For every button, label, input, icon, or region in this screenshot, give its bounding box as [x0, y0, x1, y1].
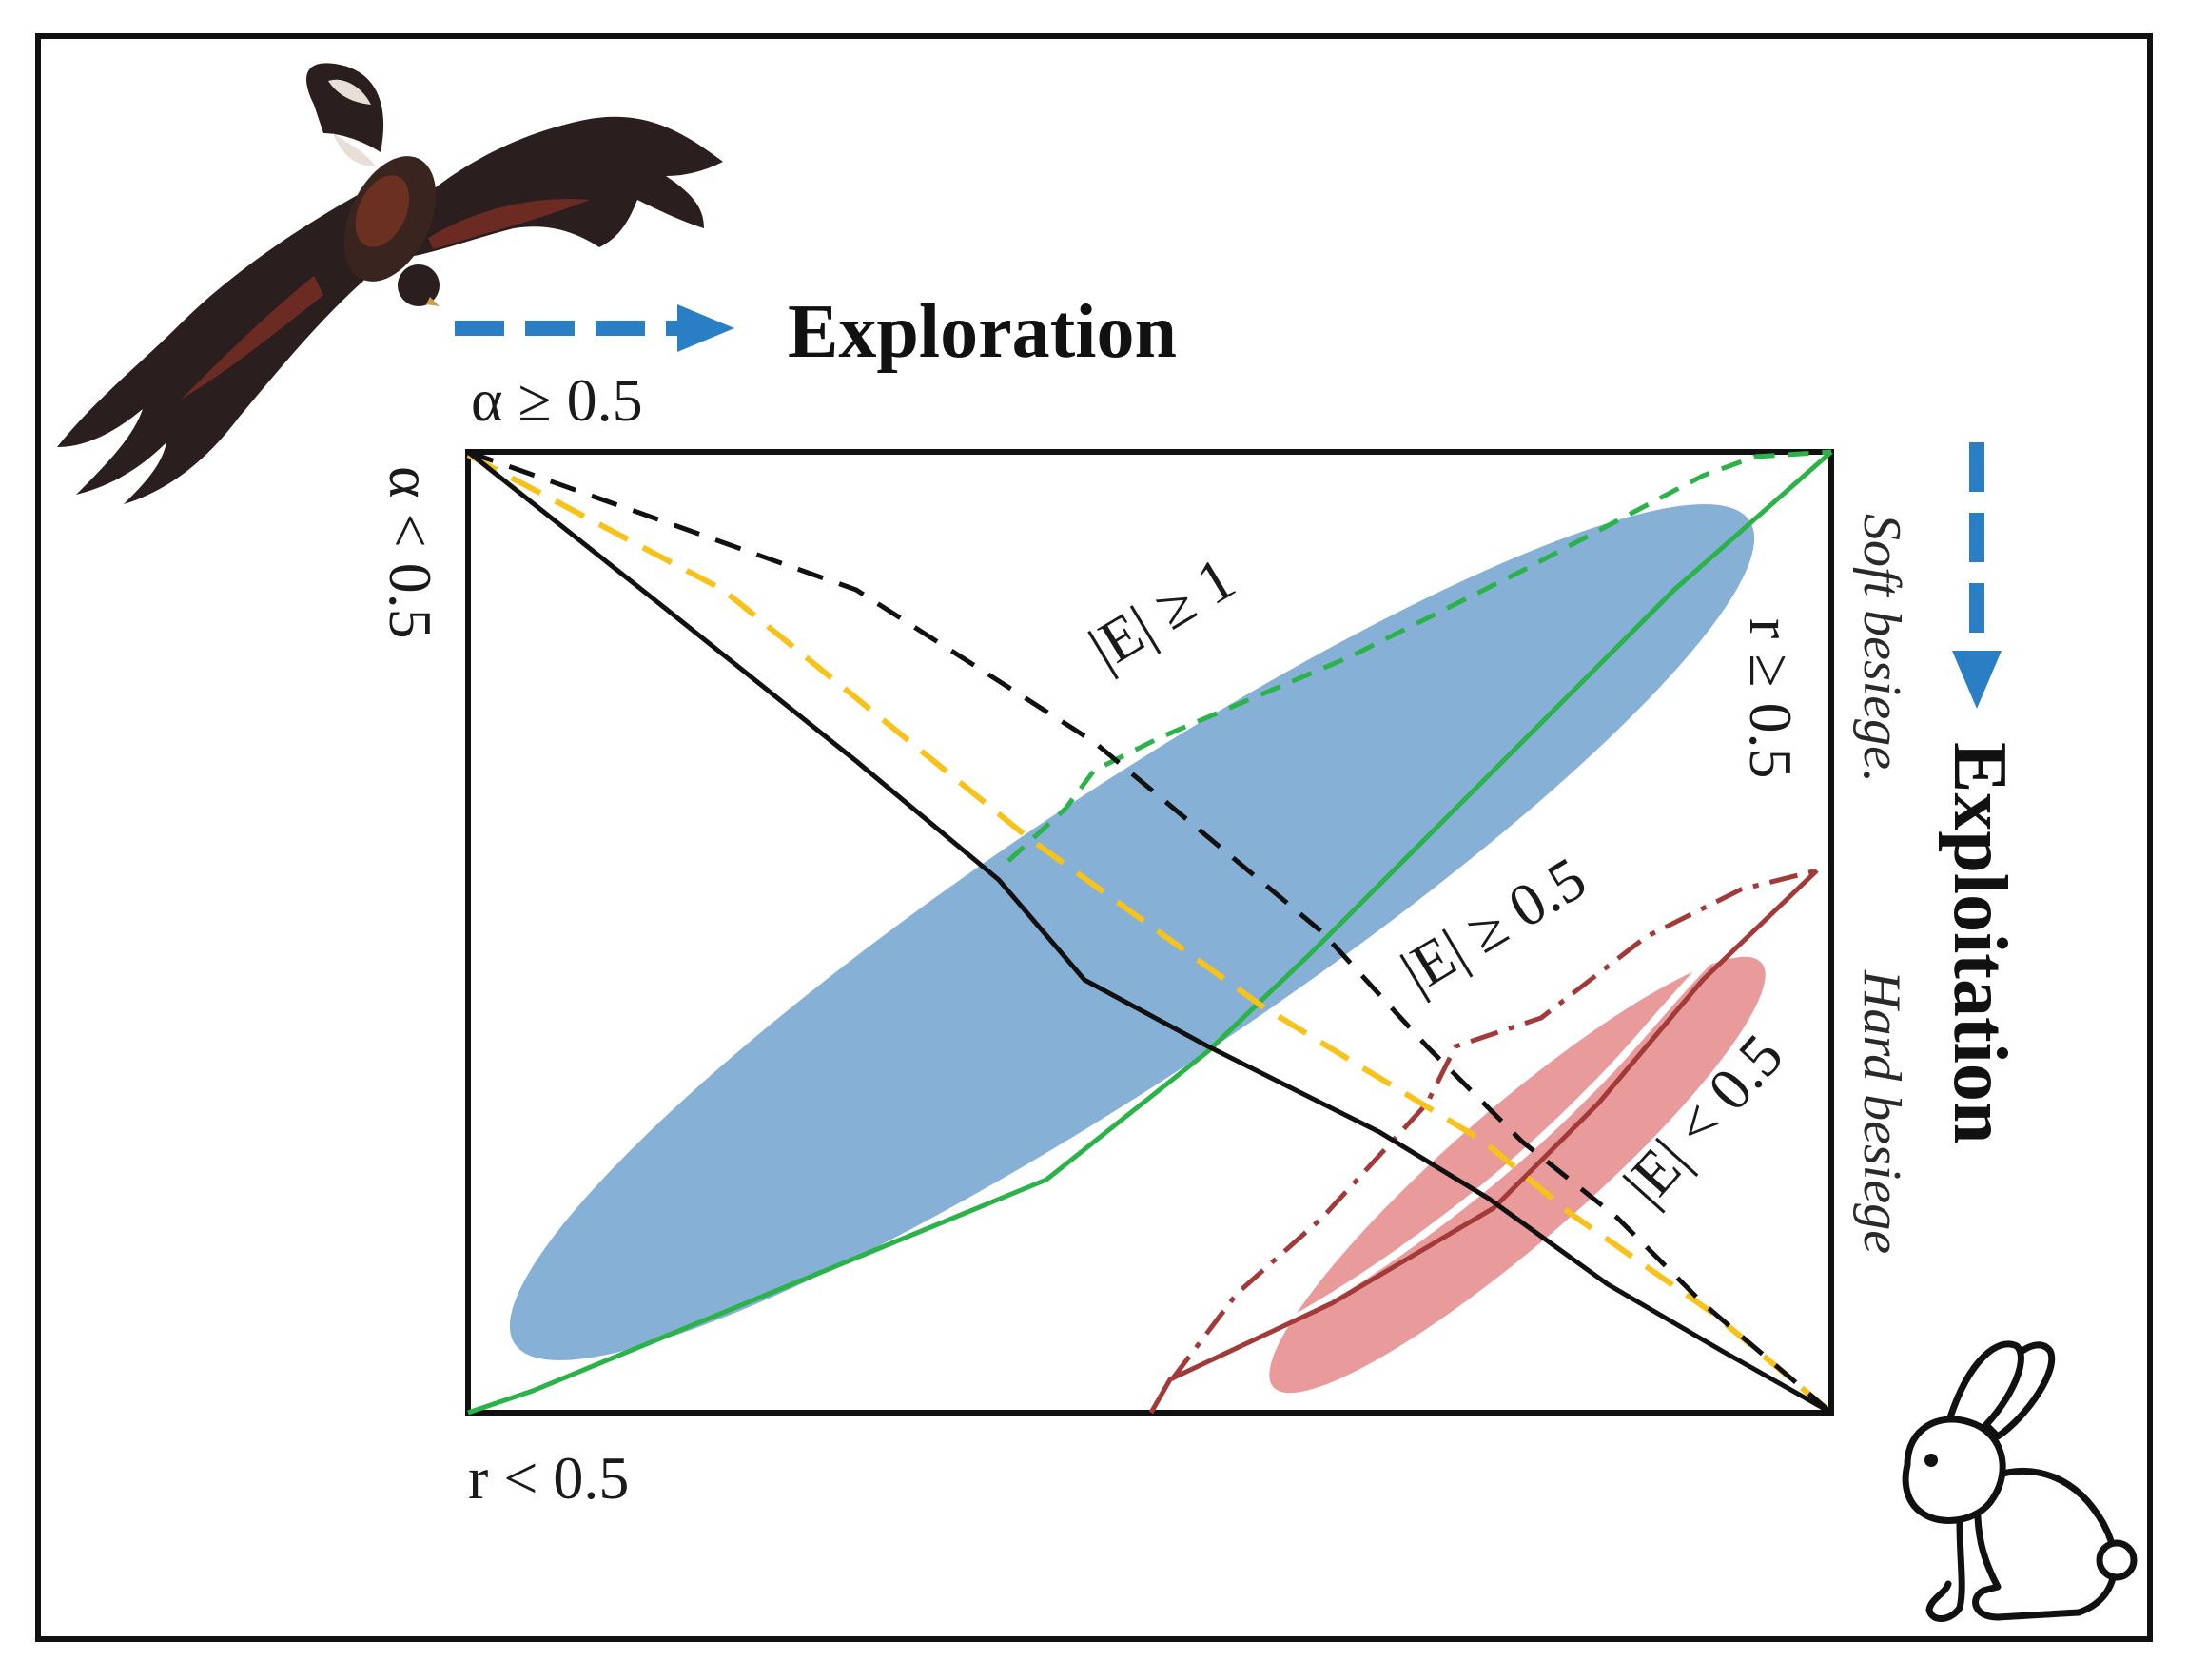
blue-exploration-region — [509, 504, 1755, 1360]
yellow-dashed-diagonal — [466, 452, 1833, 1416]
r-lt-label: r < 0.5 — [468, 1444, 629, 1512]
soft-besiege-label: Soft besiege. — [1852, 514, 1911, 783]
black-solid-diagonal — [466, 450, 1833, 1416]
exploration-title: Exploration — [788, 290, 1177, 374]
alpha-lt-label: α < 0.5 — [377, 466, 444, 639]
hawk-icon — [57, 63, 723, 504]
dark-red-solid-boundary — [1148, 869, 1819, 1415]
rabbit-icon — [1902, 1340, 2138, 1622]
exploitation-title: Exploitation — [1938, 742, 2022, 1143]
hard-besiege-label: Hard besiege — [1852, 969, 1911, 1254]
green-dashed-boundary — [1006, 449, 1832, 863]
r-ge-label: r ≥ 0.5 — [1737, 618, 1805, 778]
red-region-white-edge — [1170, 886, 1794, 1383]
dark-red-dashdot-boundary — [1170, 868, 1818, 1381]
arrow-down-dashed-icon — [1952, 442, 2002, 709]
arrow-right-dashed-icon — [455, 304, 734, 352]
green-lower-boundary — [467, 450, 1833, 1416]
red-besiege-region — [1269, 956, 1766, 1394]
alpha-ge-label: α ≥ 0.5 — [471, 366, 643, 434]
outer-frame — [35, 33, 2153, 1642]
black-dashed-diagonal — [467, 449, 1833, 1415]
